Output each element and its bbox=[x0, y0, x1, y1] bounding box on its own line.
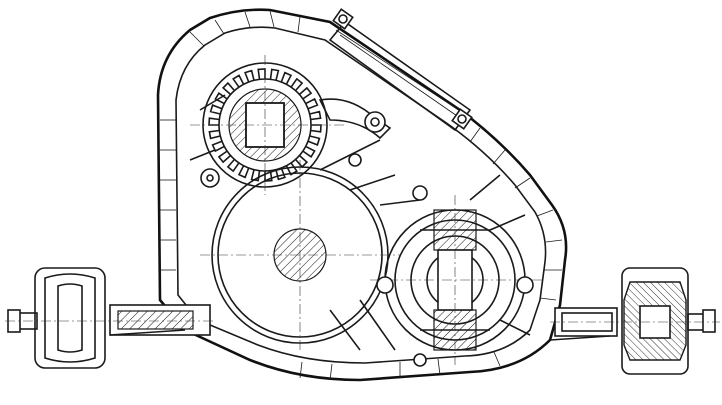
right-axle-assembly bbox=[550, 267, 720, 375]
bevel-gear-assembly bbox=[370, 185, 545, 367]
housing-ribs bbox=[160, 10, 563, 381]
lower-flange bbox=[109, 329, 611, 341]
tensioner-rod bbox=[328, 8, 473, 132]
housing-outer-contour bbox=[156, 8, 568, 382]
housing-inner-wall bbox=[175, 26, 547, 364]
large-driven-gear bbox=[200, 160, 400, 350]
lever-arm bbox=[200, 98, 392, 188]
left-axle-assembly bbox=[5, 267, 215, 369]
spline-teeth bbox=[208, 68, 322, 182]
upper-spline-gear bbox=[190, 55, 345, 195]
